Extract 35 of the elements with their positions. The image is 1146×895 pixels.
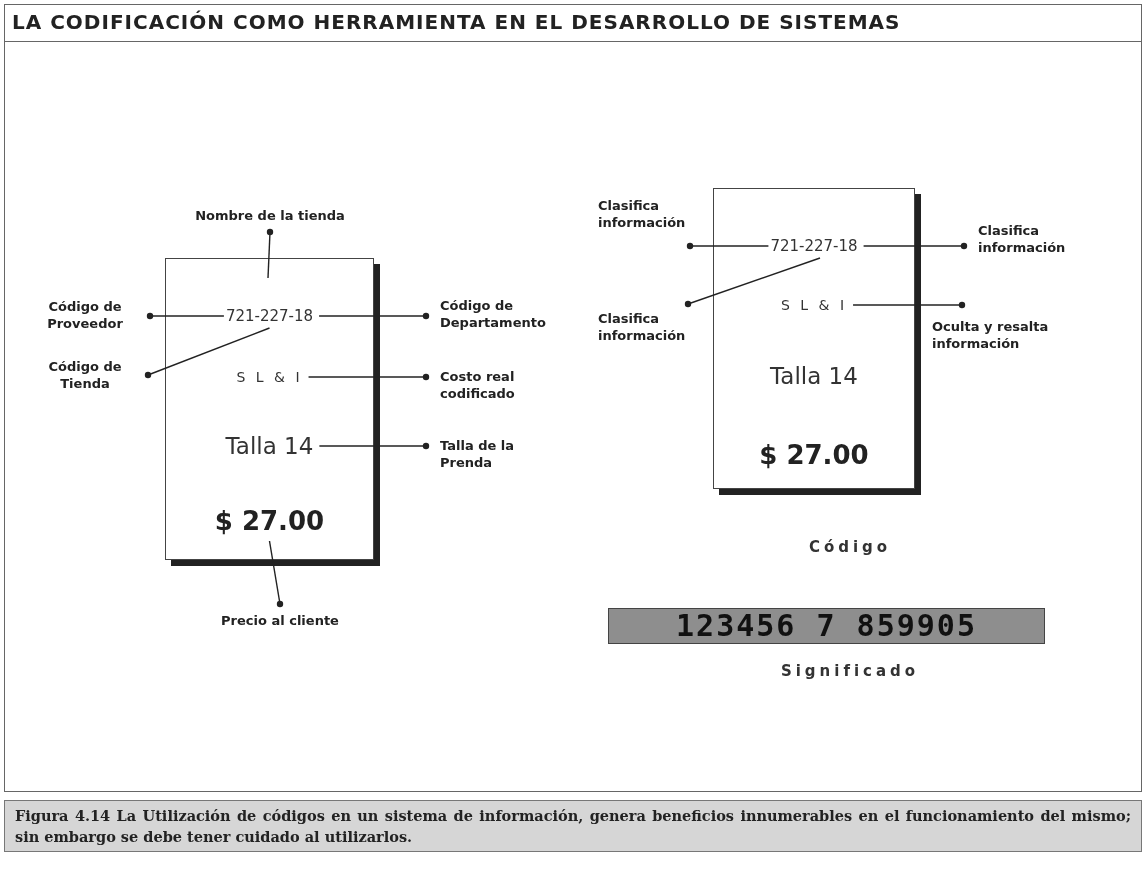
leader-line	[862, 242, 968, 250]
callout-label: Costo real codificado	[440, 368, 550, 402]
callout-label: Talla de la Prenda	[440, 437, 550, 471]
leader-line	[684, 257, 821, 308]
size-text: Talla 14	[770, 361, 858, 391]
leader-line	[307, 373, 430, 381]
row-heading: Significado	[779, 662, 921, 680]
callout-label: Clasifica información	[598, 197, 708, 231]
size-text: Talla 14	[225, 431, 314, 461]
price-text: $ 27.00	[214, 503, 325, 539]
callout-label: Precio al cliente	[190, 612, 370, 629]
code-text: S L & I	[780, 295, 848, 315]
leader-line	[144, 327, 271, 379]
leader-line	[146, 312, 225, 320]
callout-label: Código de Departamento	[440, 297, 560, 331]
caption: Figura 4.14 La Utilización de códigos en un sistema de información, genera beneficios innumerables en el funcionamiento del mismo; sin embargo se debe tener cuidado al utilizarlos.	[4, 800, 1142, 852]
callout-label: Código de Proveedor	[30, 298, 140, 332]
code-bar: 123456 7 859905	[608, 608, 1045, 644]
callout-label: Nombre de la tienda	[170, 207, 370, 224]
callout-label: Código de Tienda	[30, 358, 140, 392]
price-text: $ 27.00	[759, 437, 869, 473]
leader-line	[266, 228, 274, 279]
callout-label: Oculta y resalta información	[932, 318, 1092, 352]
row-heading: Código	[807, 538, 893, 556]
leader-line	[318, 312, 430, 320]
code-text: S L & I	[236, 367, 303, 387]
leader-line	[268, 540, 284, 608]
leader-line	[686, 242, 770, 250]
leader-line	[852, 301, 966, 309]
code-text: 721-227-18	[225, 306, 314, 326]
code-text: 721-227-18	[770, 236, 858, 256]
title: LA CODIFICACIÓN COMO HERRAMIENTA EN EL DESARROLLO DE SISTEMAS	[12, 10, 901, 34]
callout-label: Clasifica información	[598, 310, 708, 344]
leader-line	[318, 442, 430, 450]
callout-label: Clasifica información	[978, 222, 1098, 256]
